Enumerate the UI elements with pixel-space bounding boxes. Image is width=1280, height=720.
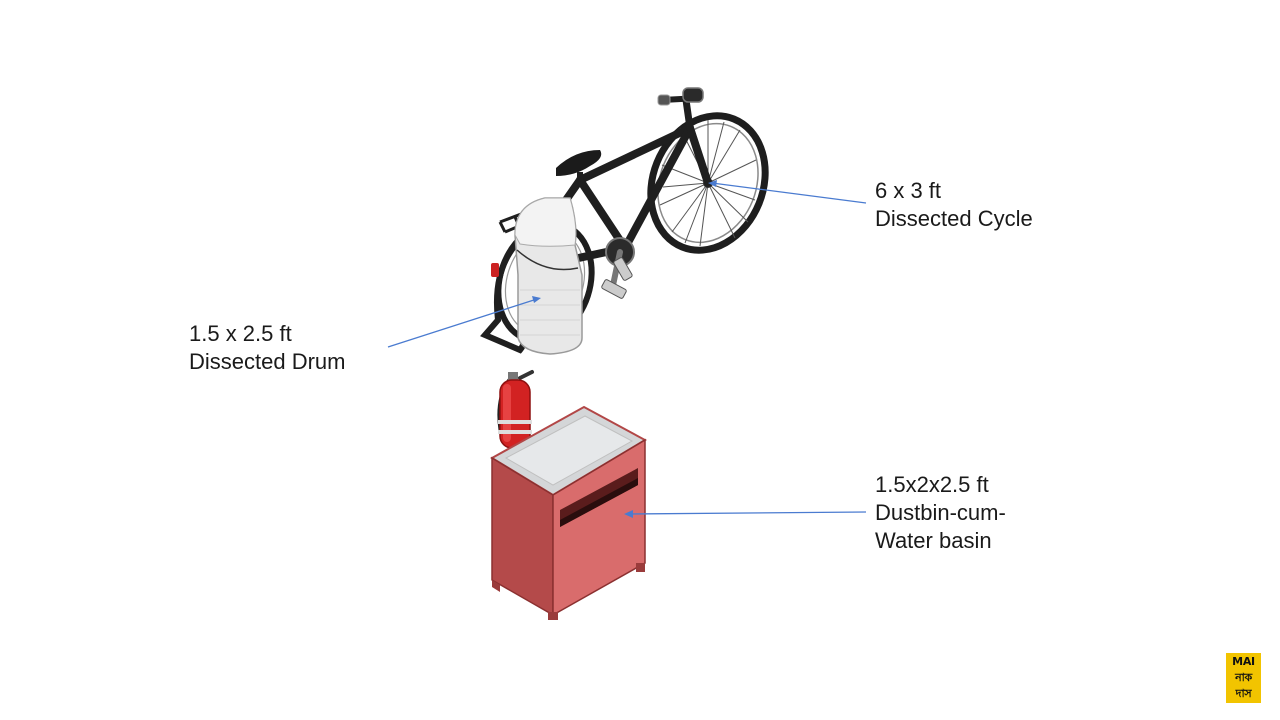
cycle-name: Dissected Cycle	[875, 206, 1033, 231]
logo-line1: MAI	[1232, 655, 1255, 668]
drum-size: 1.5 x 2.5 ft	[189, 321, 292, 346]
leader-line-drum	[387, 298, 538, 348]
handlebar	[657, 87, 704, 132]
basin-label: 1.5x2x2.5 ft Dustbin-cum- Water basin	[875, 471, 1006, 555]
leader-line-cycle	[711, 182, 867, 204]
drum-icon	[514, 197, 583, 355]
leader-arrowheads	[532, 180, 717, 518]
arrowhead-cycle	[708, 180, 717, 187]
fire-extinguisher-icon	[497, 370, 534, 449]
leader-line-basin	[627, 511, 867, 515]
basin-name-line1: Dustbin-cum-	[875, 500, 1006, 525]
leader-lines	[387, 182, 867, 515]
cycle-size: 6 x 3 ft	[875, 178, 942, 203]
basin-size: 1.5x2x2.5 ft	[875, 472, 989, 497]
crank	[601, 237, 635, 299]
drum-label: 1.5 x 2.5 ft Dissected Drum	[189, 320, 345, 376]
dustbin-basin-icon	[490, 405, 648, 620]
logo-line2: নাক	[1235, 671, 1252, 684]
cycle-label: 6 x 3 ft Dissected Cycle	[875, 177, 1033, 233]
basin-name-line2: Water basin	[875, 528, 992, 553]
drum-name: Dissected Drum	[189, 349, 346, 374]
arrowhead-basin	[624, 510, 633, 518]
seat	[556, 150, 602, 185]
arrowhead-drum	[532, 296, 541, 303]
logo-line3: দাস	[1235, 687, 1252, 700]
reflector	[491, 263, 499, 277]
logo: MAI নাক দাস	[1226, 653, 1261, 703]
